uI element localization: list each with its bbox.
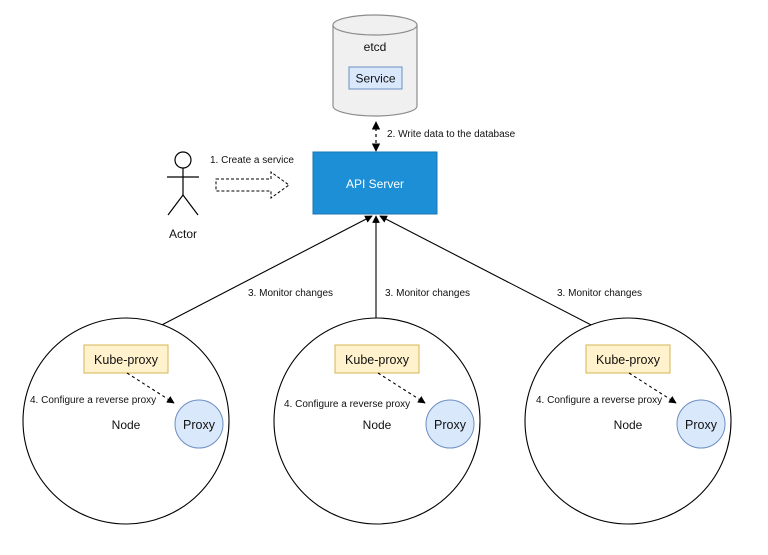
- actor[interactable]: Actor: [167, 151, 199, 241]
- node-circle: [273, 317, 481, 525]
- node-label: Node: [112, 418, 141, 432]
- monitor-changes-label-2: 3. Monitor changes: [385, 288, 470, 299]
- monitor-connector-node-1[interactable]: [124, 215, 373, 345]
- kube-proxy-label: Kube-proxy: [345, 353, 410, 367]
- service-label: Service: [355, 72, 395, 86]
- create-service-arrow[interactable]: [215, 171, 290, 199]
- etcd-cylinder-top: [332, 14, 418, 36]
- etcd-database[interactable]: etcd Service: [332, 14, 418, 117]
- node-3[interactable]: Kube-proxy 4. Configure a reverse proxy …: [524, 317, 732, 525]
- proxy-circle[interactable]: [676, 399, 726, 449]
- kube-proxy-label: Kube-proxy: [94, 353, 159, 367]
- proxy-label: Proxy: [685, 418, 718, 432]
- actor-label: Actor: [169, 227, 197, 241]
- kube-proxy-box[interactable]: [83, 344, 169, 374]
- configure-proxy-label: 4. Configure a reverse proxy: [536, 395, 662, 406]
- monitor-changes-label-3: 3. Monitor changes: [557, 288, 642, 299]
- configure-proxy-label: 4. Configure a reverse proxy: [284, 399, 410, 410]
- node-circle: [22, 317, 230, 525]
- monitor-changes-label-1: 3. Monitor changes: [248, 288, 333, 299]
- service-box[interactable]: [348, 66, 403, 90]
- monitor-connector-node-3[interactable]: [379, 215, 629, 345]
- node-1[interactable]: Kube-proxy 4. Configure a reverse proxy …: [22, 317, 230, 525]
- configure-proxy-label: 4. Configure a reverse proxy: [30, 395, 156, 406]
- proxy-label: Proxy: [183, 418, 216, 432]
- api-server[interactable]: API Server: [312, 151, 438, 215]
- kube-proxy-label: Kube-proxy: [596, 353, 661, 367]
- node-circle: [524, 317, 732, 525]
- node-label: Node: [363, 418, 392, 432]
- api-server-label: API Server: [346, 177, 404, 191]
- actor-head: [174, 151, 192, 169]
- etcd-label: etcd: [364, 40, 387, 54]
- api-server-box: [312, 151, 438, 215]
- proxy-circle[interactable]: [425, 399, 475, 449]
- actor-left-leg: [167, 194, 184, 216]
- proxy-label: Proxy: [434, 418, 467, 432]
- node-2[interactable]: Kube-proxy 4. Configure a reverse proxy …: [273, 317, 481, 525]
- actor-right-leg: [182, 194, 199, 216]
- write-data-label: 2. Write data to the database: [387, 129, 516, 140]
- proxy-circle[interactable]: [174, 399, 224, 449]
- kube-proxy-box[interactable]: [585, 344, 671, 374]
- create-service-label: 1. Create a service: [210, 155, 294, 166]
- node-label: Node: [614, 418, 643, 432]
- kube-proxy-box[interactable]: [334, 344, 420, 374]
